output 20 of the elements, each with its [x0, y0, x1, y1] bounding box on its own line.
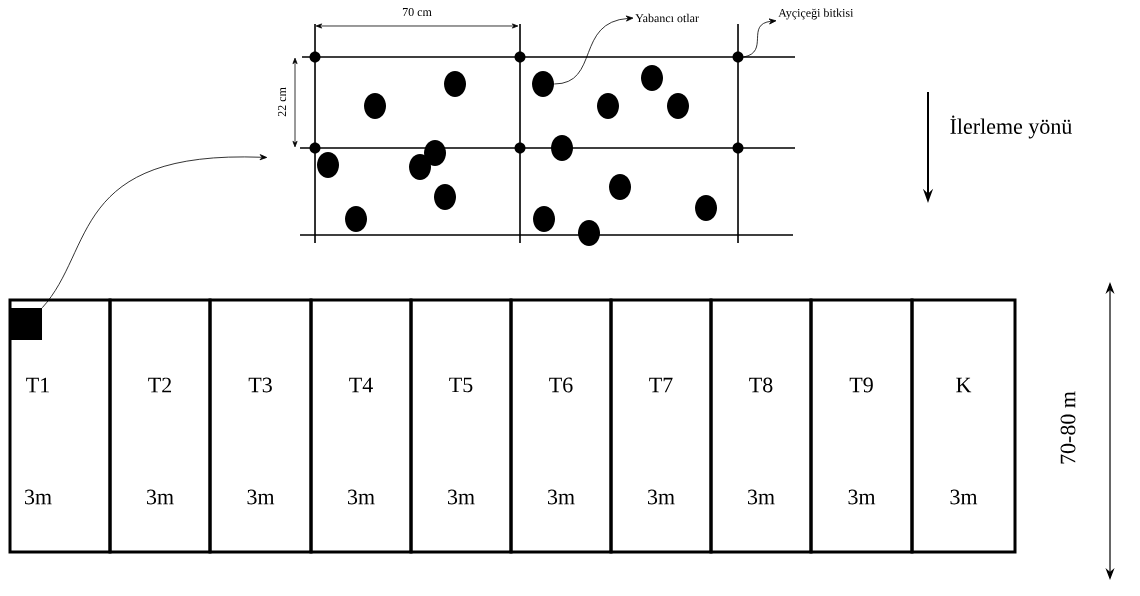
plot-box: T5 3m — [409, 298, 513, 554]
plot-box: T1 3m — [8, 298, 112, 554]
plot-corner-square — [10, 308, 42, 340]
curved-arrow — [743, 18, 777, 58]
curved-arrow — [553, 15, 634, 85]
plot-box: T4 3m — [309, 298, 413, 554]
plot-box: T6 3m — [509, 298, 613, 554]
plot-box: T7 3m — [609, 298, 713, 554]
plot-box: T9 3m — [809, 298, 914, 554]
callout-text: Ayçiçeği bitkisi — [778, 8, 854, 20]
dimension-line: 70 cm — [315, 7, 519, 29]
field-drawing — [299, 23, 796, 246]
plot-box: K 3m — [910, 298, 1017, 554]
plot-box: T3 3m — [208, 298, 313, 554]
callout-text: Yabancı otlar — [635, 13, 699, 23]
plot-box: T8 3m — [709, 298, 813, 554]
curved-arrow — [41, 154, 268, 309]
plot-box: T2 3m — [108, 298, 212, 554]
dimension-line: 22 cm — [277, 57, 298, 148]
weed-blob — [532, 71, 554, 97]
